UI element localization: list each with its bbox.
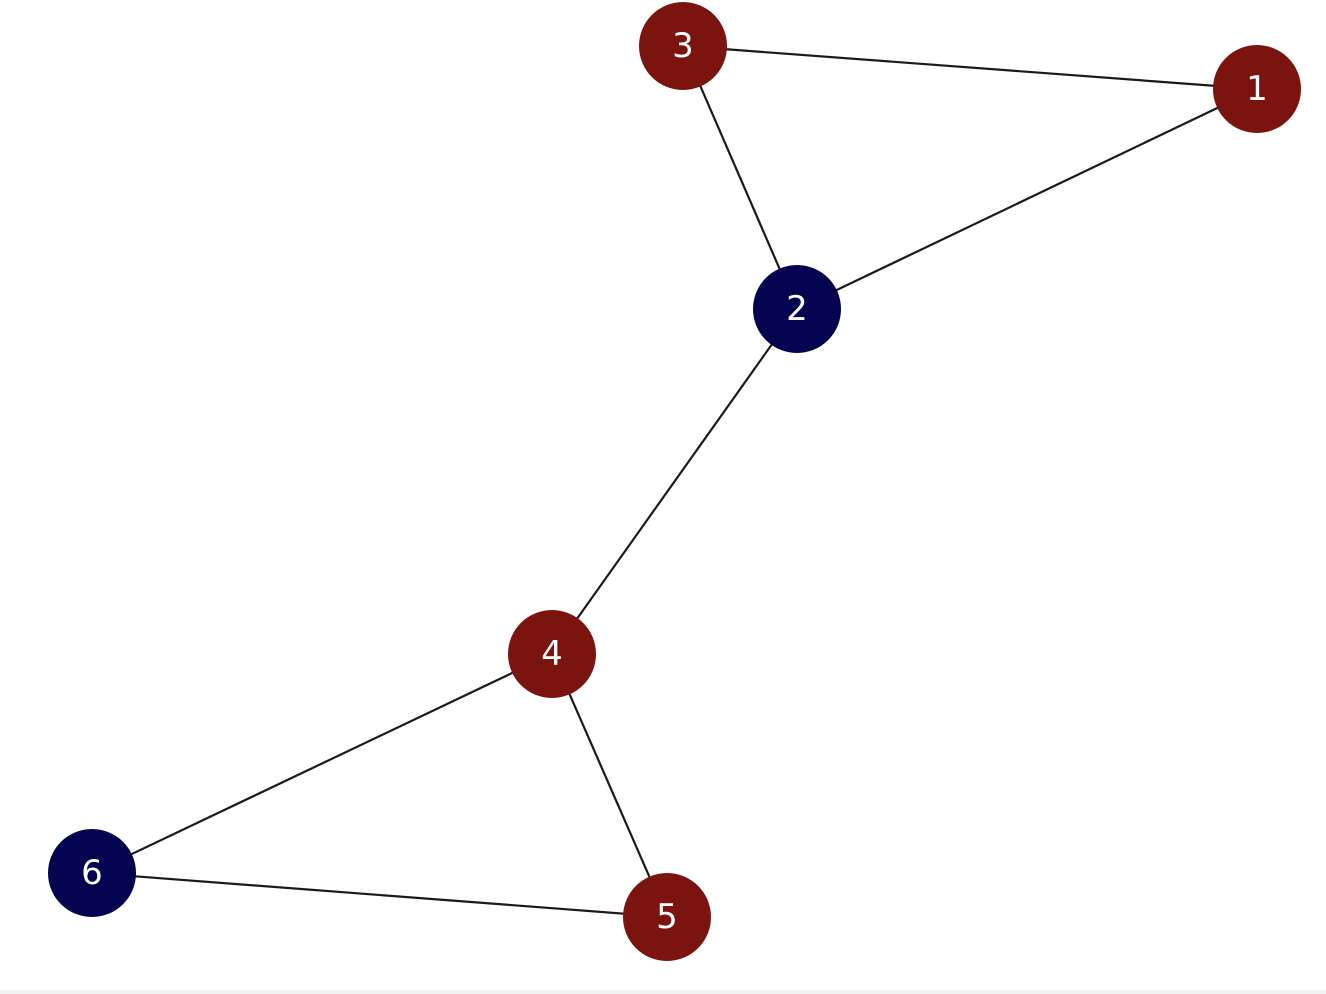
edge-1-2: [796, 88, 1258, 310]
node-circle: [508, 610, 596, 698]
node-label: 6: [81, 853, 103, 893]
node-1: 1: [1213, 45, 1301, 133]
bottom-strip: [0, 990, 1326, 994]
edge-3-2: [681, 45, 799, 310]
node-circle: [623, 873, 711, 961]
node-circle: [639, 2, 727, 90]
node-label: 3: [672, 26, 694, 66]
node-circle: [1213, 45, 1301, 133]
node-5: 5: [623, 873, 711, 961]
edge-2-4: [551, 308, 798, 655]
edge-4-6: [91, 653, 553, 874]
node-2: 2: [753, 265, 841, 353]
node-label: 5: [656, 897, 678, 937]
node-6: 6: [48, 829, 136, 917]
node-label: 1: [1246, 69, 1268, 109]
edge-layer: [91, 44, 1258, 919]
node-circle: [48, 829, 136, 917]
node-layer: 1 2 3 4 5 6: [48, 2, 1301, 961]
edge-4-5: [550, 653, 669, 918]
node-label: 2: [786, 289, 808, 329]
node-circle: [753, 265, 841, 353]
edge-3-1: [682, 44, 1258, 91]
node-label: 4: [541, 634, 563, 674]
edge-6-5: [91, 871, 668, 919]
node-4: 4: [508, 610, 596, 698]
node-3: 3: [639, 2, 727, 90]
